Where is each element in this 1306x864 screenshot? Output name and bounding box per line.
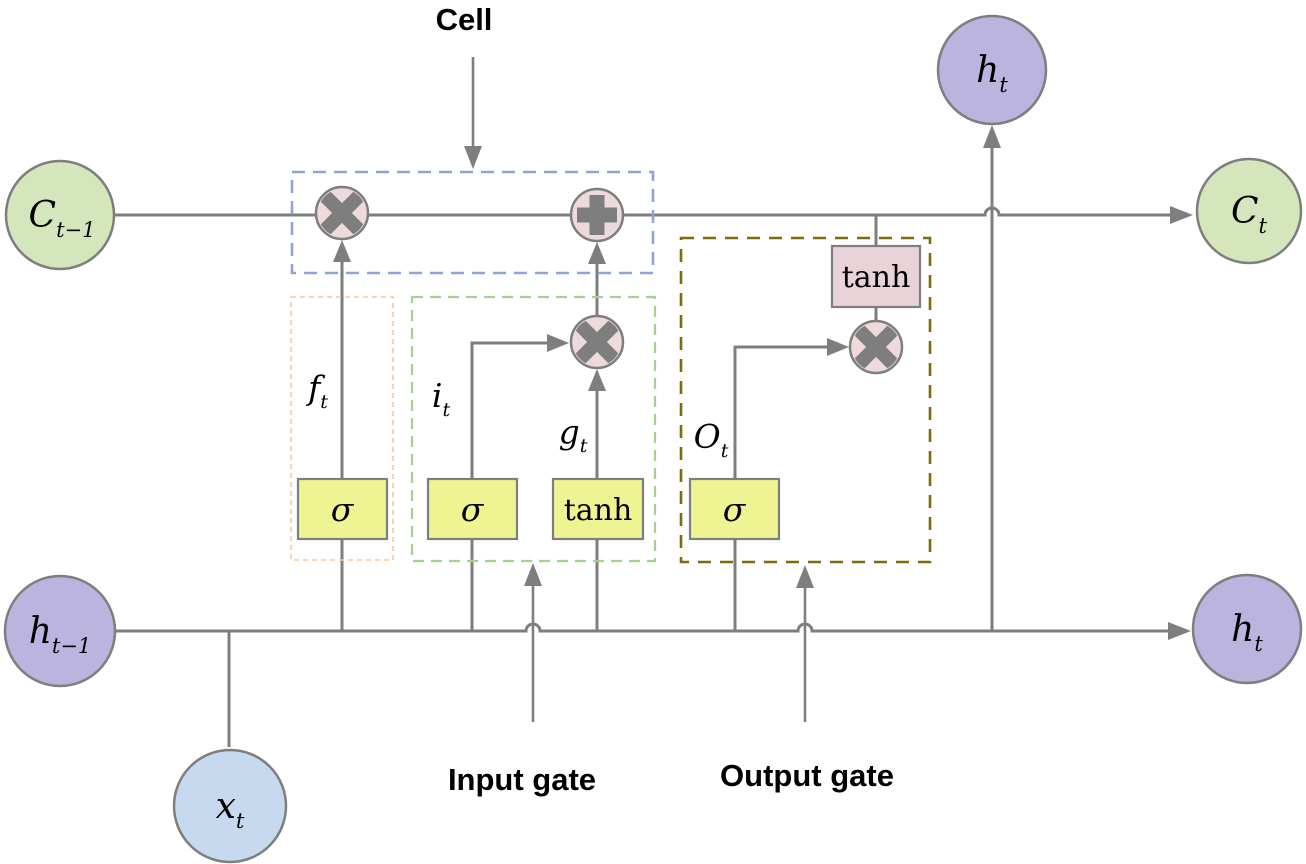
- forget-arrowhead-icon: [333, 240, 351, 262]
- output-sigma-label: σ: [723, 490, 747, 529]
- candidate-signal-label: gt: [559, 412, 588, 457]
- prev-cell-state-label: C: [29, 195, 57, 236]
- hidden-output-top-label: h: [976, 50, 999, 91]
- forget-sigma-box: [296, 477, 389, 541]
- svg-text:Ct−1: Ct−1: [29, 195, 96, 242]
- output-arrowhead-icon: [827, 338, 849, 356]
- candidate-arrowhead-icon: [588, 369, 606, 391]
- cell-region-box: [290, 170, 655, 275]
- svg-text:xt: xt: [216, 786, 245, 833]
- add-arrowhead-icon: [588, 242, 606, 264]
- input-tanh-box: [551, 477, 645, 541]
- top-output-arrowhead-icon: [983, 125, 1001, 148]
- svg-text:ht: ht: [1231, 609, 1263, 656]
- operator-nodes: [314, 185, 904, 375]
- wires: [113, 57, 1193, 747]
- plus-icon: [577, 195, 617, 235]
- hidden-state-line: [115, 622, 1168, 633]
- input-x-node: xt: [172, 748, 288, 864]
- input-x-label: x: [216, 786, 236, 827]
- multiply-icon: [573, 318, 621, 366]
- cell-state-arrowhead-icon: [1170, 206, 1193, 224]
- hidden-output-top-node: ht: [936, 14, 1048, 126]
- forget-region-box: [290, 296, 394, 561]
- svg-text:ht−1: ht−1: [29, 611, 92, 658]
- prev-cell-state-node: Ct−1: [4, 159, 116, 271]
- input-gate-pointer-arrowhead-icon: [524, 563, 542, 586]
- cell-add-node: [569, 187, 625, 243]
- cell-title: Cell: [436, 2, 493, 37]
- input-multiply-node: [569, 314, 625, 370]
- hidden-output-right-label: h: [1231, 609, 1254, 650]
- regions: [290, 170, 932, 564]
- region-titles: Cell Input gate Output gate: [436, 2, 894, 797]
- output-gate-title: Output gate: [720, 758, 894, 793]
- state-nodes: Ct−1 ht−1 xt Ct ht: [3, 14, 1303, 864]
- input-gate-region-box: [410, 295, 657, 563]
- output-tanh-box: [830, 244, 922, 309]
- forget-multiply-node: [314, 185, 370, 241]
- cell-state-line: [113, 206, 1170, 217]
- forget-signal-label: ft: [305, 368, 328, 413]
- cell-pointer-arrowhead-icon: [464, 146, 482, 169]
- output-sigma-box: [688, 477, 781, 541]
- prev-hidden-state-label: h: [29, 611, 52, 652]
- input-signal-label: it: [432, 376, 451, 421]
- input-arrowhead-icon: [547, 334, 569, 352]
- svg-text:ht: ht: [976, 50, 1008, 97]
- signal-labels: ft it gt Ot: [305, 368, 729, 462]
- multiply-icon: [852, 323, 900, 371]
- cell-state-output-label: C: [1231, 191, 1259, 232]
- activation-boxes: σ σ tanh σ tanh: [296, 244, 922, 541]
- input-gate-title: Input gate: [448, 762, 596, 797]
- output-signal-label: Ot: [694, 417, 729, 462]
- prev-hidden-state-node: ht−1: [3, 574, 117, 688]
- output-gate-pointer-arrowhead-icon: [796, 565, 814, 588]
- forget-sigma-label: σ: [331, 490, 355, 529]
- hidden-output-right-node: ht: [1191, 573, 1303, 685]
- svg-text:Ct: Ct: [1231, 191, 1268, 238]
- input-sigma-box: [426, 477, 519, 541]
- cell-state-output-node: Ct: [1195, 157, 1303, 265]
- hidden-state-arrowhead-icon: [1168, 622, 1191, 640]
- input-sigma-label: σ: [461, 490, 485, 529]
- multiply-icon: [318, 189, 366, 237]
- output-multiply-node: [848, 319, 904, 375]
- output-tanh-label: tanh: [842, 260, 911, 295]
- input-tanh-label: tanh: [564, 493, 633, 528]
